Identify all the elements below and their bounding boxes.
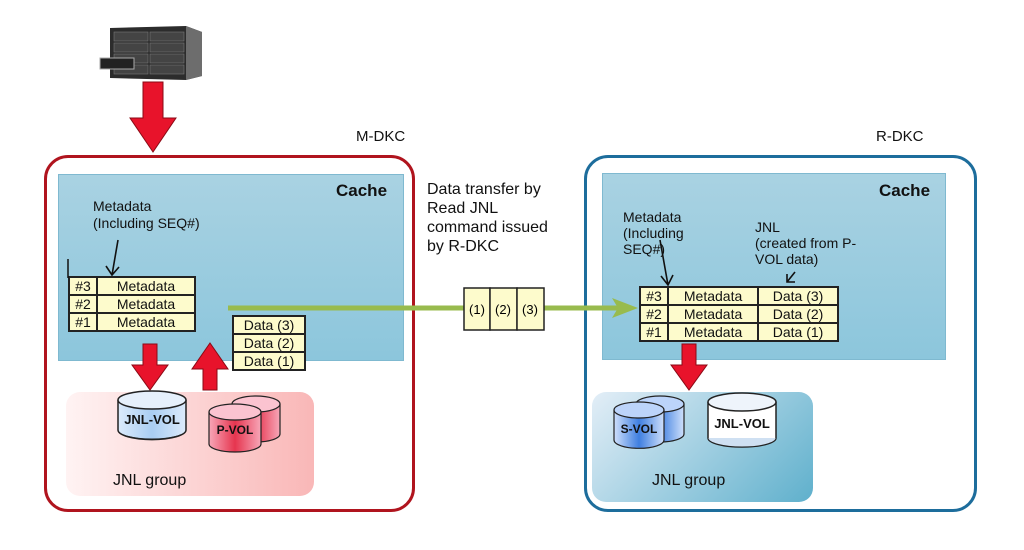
- m-dkc-frame: [44, 155, 415, 512]
- transfer-arrowhead-icon: [612, 298, 638, 318]
- m-jnl-group-label: JNL group: [113, 472, 187, 489]
- r-metadata-note-line: Metadata: [623, 209, 682, 225]
- r-cache-title: Cache: [879, 181, 931, 200]
- seq-cell: #2: [68, 294, 98, 314]
- data-cell: Data (1): [232, 351, 306, 371]
- m-pvol-label: P-VOL: [217, 423, 254, 437]
- r-apply-arrow: [670, 343, 708, 391]
- r-metadata-note-line: SEQ#): [623, 241, 666, 257]
- r-jnl-vol-label: JNL-VOL: [714, 416, 770, 431]
- m-metadata-note-line: Metadata: [93, 198, 152, 214]
- m-read-pvol-arrow: [191, 342, 229, 391]
- table-row: Data (3): [232, 315, 306, 335]
- metadata-cell: Metadata: [96, 276, 196, 296]
- m-write-jnl-arrow: [131, 343, 169, 391]
- seq-cell: #1: [639, 322, 669, 342]
- r-svol-label: S-VOL: [621, 422, 658, 436]
- metadata-cell: Metadata: [96, 312, 196, 332]
- metadata-cell: Metadata: [96, 294, 196, 314]
- packet-label: (3): [522, 302, 538, 317]
- m-jnl-vol-label: JNL-VOL: [124, 412, 180, 427]
- seq-cell: #3: [68, 276, 98, 296]
- data-cell: Data (3): [757, 286, 839, 306]
- packet: [516, 287, 545, 331]
- seq-cell: #3: [639, 286, 669, 306]
- table-row: Data (1): [232, 351, 306, 371]
- r-svol-cylinder-icon: S-VOL: [613, 395, 685, 449]
- transfer-line: Data transfer by: [427, 181, 541, 198]
- r-dkc-frame: [584, 155, 977, 512]
- r-metadata-note-line: (Including: [623, 225, 684, 241]
- packet: [489, 287, 518, 331]
- m-metadata-pointer-icon: [105, 239, 120, 277]
- r-jnl-note-line: VOL data): [755, 251, 819, 267]
- r-metadata-note: Metadata (Including SEQ#): [623, 209, 684, 257]
- m-metadata-note-line: (Including SEQ#): [93, 215, 200, 231]
- data-cell: Data (2): [232, 333, 306, 353]
- data-cell: Data (1): [757, 322, 839, 342]
- packet-label: (2): [495, 302, 511, 317]
- r-metadata-pointer-icon: [659, 239, 674, 287]
- m-dkc-cache: [58, 174, 404, 361]
- r-jnl-note: JNL (created from P- VOL data): [755, 219, 856, 267]
- r-jnl-group-label: JNL group: [652, 472, 726, 489]
- m-metadata-note: Metadata (Including SEQ#): [93, 198, 200, 232]
- data-cell: Data (3): [232, 315, 306, 335]
- host-write-arrow: [129, 81, 177, 153]
- r-dkc-label: R-DKC: [876, 128, 924, 145]
- r-jnl-vol-cylinder-icon: JNL-VOL: [707, 392, 777, 448]
- data-cell: Data (2): [757, 304, 839, 324]
- r-jnl-pointer-icon: [786, 271, 796, 283]
- seq-cell: #1: [68, 312, 98, 332]
- transfer-description: Data transfer by Read JNL command issued…: [427, 180, 548, 256]
- packet-label: (1): [469, 302, 485, 317]
- metadata-cell: Metadata: [666, 286, 760, 306]
- m-cache-title: Cache: [336, 181, 388, 200]
- m-data-table: Data (3) Data (2) Data (1): [232, 315, 306, 371]
- transfer-packets: (1) (2) (3): [463, 287, 545, 331]
- transfer-line: Read JNL: [427, 200, 499, 217]
- m-jnl-vol-cylinder-icon: JNL-VOL: [117, 390, 187, 441]
- transfer-line: command issued: [427, 219, 548, 236]
- m-pvol-cylinder-icon: P-VOL: [208, 395, 281, 453]
- seq-cell: #2: [639, 304, 669, 324]
- table-row: Data (2): [232, 333, 306, 353]
- r-jnl-note-line: (created from P-: [755, 235, 857, 251]
- m-dkc-label: M-DKC: [356, 128, 406, 145]
- r-jnl-note-line: JNL: [755, 219, 780, 235]
- metadata-cell: Metadata: [666, 304, 760, 324]
- storage-server-icon: [99, 26, 202, 80]
- transfer-line: by R-DKC: [427, 238, 500, 255]
- metadata-cell: Metadata: [666, 322, 760, 342]
